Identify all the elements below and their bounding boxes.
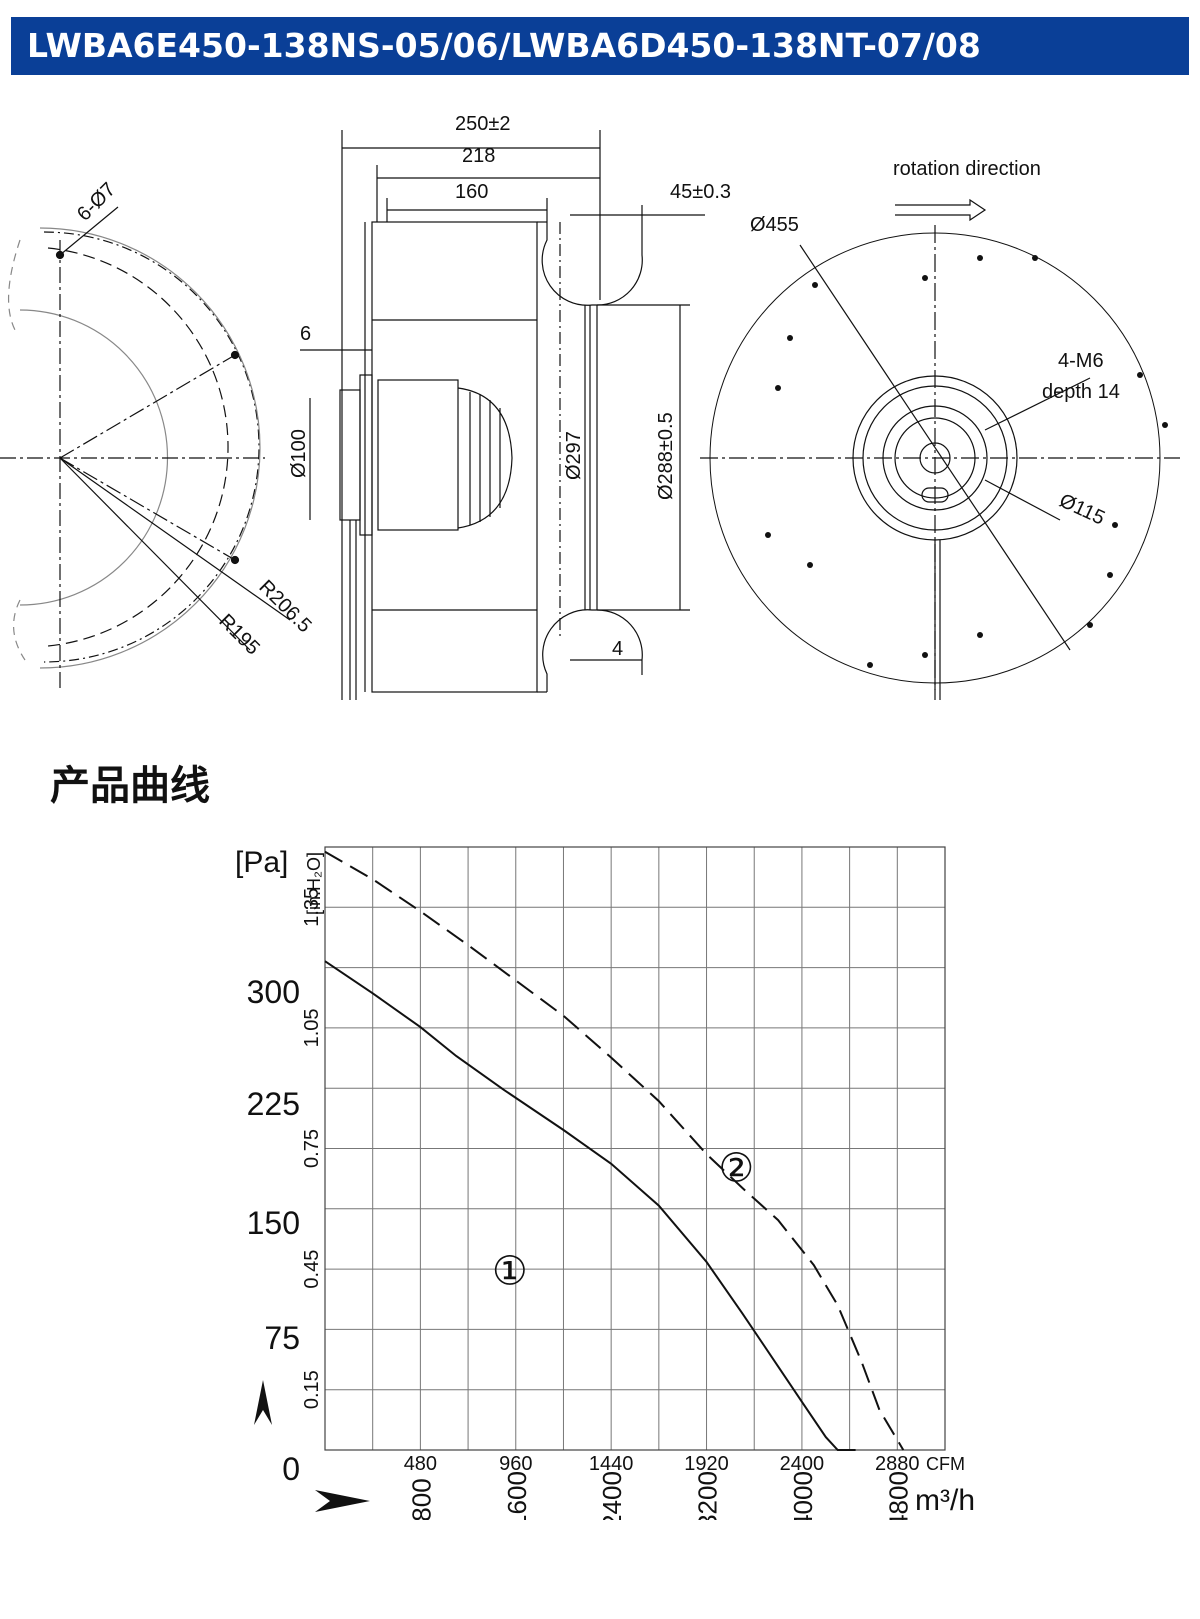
x-tick-m3h: 4800 [883, 1471, 913, 1520]
x-tick-m3h: 800 [406, 1478, 436, 1520]
x-tick-cfm: 1920 [684, 1453, 729, 1475]
page-title: LWBA6E450-138NS-05/06/LWBA6D450-138NT-07… [27, 26, 981, 65]
y-unit-pa: [Pa] [235, 846, 288, 879]
dim-100: Ø100 [288, 429, 310, 478]
series-line-2 [324, 850, 905, 1451]
dim-297: Ø297 [563, 431, 585, 480]
x-axis-arrow-icon [315, 1490, 370, 1512]
chart-curves: ①② [324, 850, 905, 1451]
x-tick-cfm: 2880 [875, 1453, 920, 1475]
section-title: 产品曲线 [50, 763, 210, 809]
x-tick-m3h: 4000 [788, 1471, 818, 1520]
x-tick-cfm: 480 [404, 1453, 437, 1475]
dim-218: 218 [462, 145, 495, 167]
x-unit-cfm: CFM [926, 1454, 965, 1474]
y-tick-pa: 300 [247, 974, 300, 1010]
chart-labels: 480 960 1440 1920 2400 2880 800 1600 2400 3200 400… [247, 888, 920, 1520]
dimension-lines [300, 130, 705, 700]
series-line-1 [324, 960, 856, 1451]
dim-depth: depth 14 [1042, 381, 1120, 403]
series-label-1: ① [492, 1249, 528, 1293]
y-tick-inh2o: 1.05 [301, 1008, 323, 1047]
dim-45: 45±0.3 [670, 181, 731, 203]
y-tick-pa: 225 [247, 1086, 300, 1122]
side-view [339, 221, 690, 700]
x-tick-m3h: 3200 [693, 1471, 723, 1520]
dim-288: Ø288±0.5 [655, 412, 677, 500]
dim-r195: R195 [214, 610, 263, 659]
x-tick-m3h: 2400 [597, 1471, 627, 1520]
y-tick-pa: 75 [264, 1320, 300, 1356]
dim-115: Ø115 [1056, 490, 1108, 530]
dim-160: 160 [455, 181, 488, 203]
title-bar: LWBA6E450-138NS-05/06/LWBA6D450-138NT-07… [11, 17, 1189, 75]
dim-6: 6 [300, 323, 311, 345]
dim-holes: 6-Ø7 [73, 179, 120, 226]
y-tick-inh2o: 0.75 [301, 1129, 323, 1168]
y-tick-inh2o: 0.45 [301, 1250, 323, 1289]
front-view [700, 198, 1180, 700]
x-tick-m3h: 1600 [502, 1471, 532, 1520]
plot-frame [324, 846, 946, 1451]
dim-m6: 4-M6 [1058, 350, 1104, 372]
x-tick-cfm: 1440 [589, 1453, 634, 1475]
dim-4: 4 [612, 638, 623, 660]
y-tick-inh2o: 0.15 [301, 1370, 323, 1409]
x-tick-cfm: 960 [499, 1453, 532, 1475]
series-label-2: ② [718, 1146, 754, 1190]
technical-drawing: 250±2 218 160 45±0.3 6 Ø100 Ø297 Ø288±0.… [0, 113, 1180, 700]
flange-partial-view [0, 206, 291, 690]
dim-455: Ø455 [750, 214, 799, 236]
front-view-blade-marks [765, 255, 1168, 668]
y-axis-arrow-icon [254, 1380, 272, 1425]
x-tick-cfm: 2400 [780, 1453, 825, 1475]
rotation-label: rotation direction [893, 158, 1041, 180]
dim-r206: R206.5 [254, 576, 315, 637]
dim-250: 250±2 [455, 113, 510, 135]
y-unit-inh2o: [in.H₂O] [304, 852, 324, 915]
y-tick-inh2o: 1.35 [301, 888, 323, 927]
y-tick-pa: 0 [282, 1451, 300, 1487]
x-unit-m3h: m³/h [915, 1484, 975, 1517]
y-tick-pa: 150 [247, 1205, 300, 1241]
chart-grid [325, 847, 945, 1450]
